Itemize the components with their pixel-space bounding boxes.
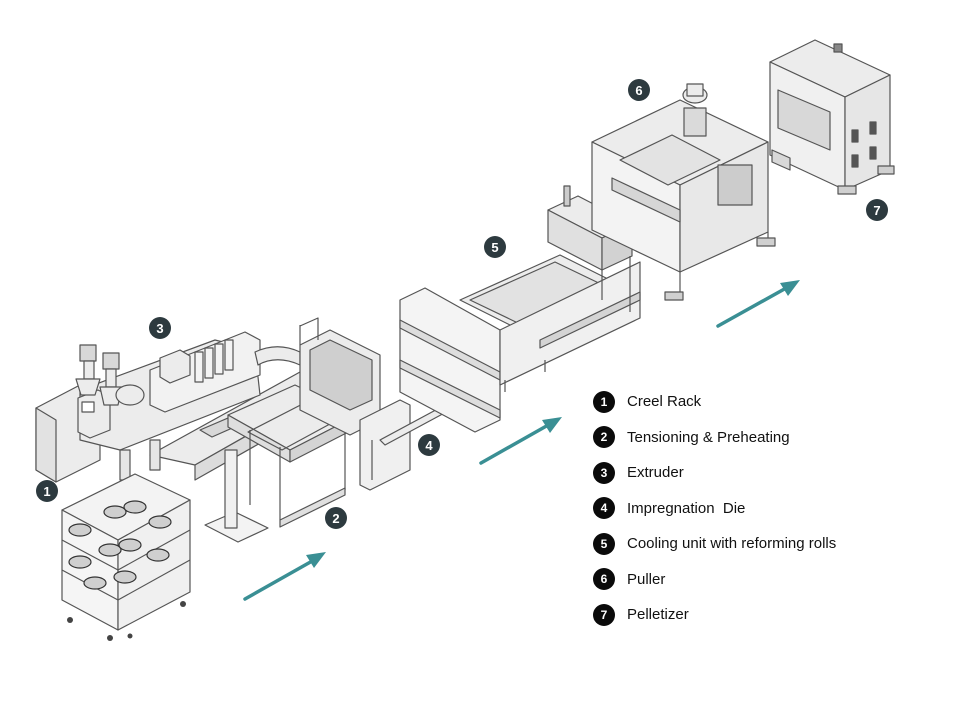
- callout-5: 5: [484, 236, 506, 258]
- callout-1: 1: [36, 480, 58, 502]
- legend-badge: 3: [593, 461, 615, 484]
- callout-4: 4: [418, 434, 440, 456]
- machine-extruder: [35, 331, 301, 483]
- legend-label: Extruder: [627, 464, 684, 482]
- legend-item-extruder: 3 Extruder: [593, 455, 836, 491]
- legend-label: Tensioning & Preheating: [627, 428, 790, 446]
- machine-pelletizer: [769, 39, 895, 195]
- machine-impregnation-die: [359, 399, 451, 491]
- legend-item-creel-rack: 1 Creel Rack: [593, 384, 836, 420]
- flow-arrow-2: [479, 417, 562, 465]
- legend-badge: 6: [593, 568, 615, 591]
- legend: 1 Creel Rack 2 Tensioning & Preheating 3…: [593, 384, 836, 633]
- legend-badge: 7: [593, 603, 615, 626]
- flow-arrow-3: [716, 280, 800, 328]
- legend-item-impregnation-die: 4 Impregnation Die: [593, 491, 836, 527]
- callout-3: 3: [149, 317, 171, 339]
- legend-item-cooling-unit: 5 Cooling unit with reforming rolls: [593, 526, 836, 562]
- legend-badge: 1: [593, 390, 615, 413]
- machine-tensioning-preheating: [199, 317, 381, 543]
- legend-label: Creel Rack: [627, 393, 702, 411]
- legend-badge: 5: [593, 532, 615, 555]
- machine-cooling-unit: [399, 185, 641, 433]
- machine-puller: [591, 83, 776, 301]
- legend-label: Impregnation Die: [627, 499, 746, 517]
- callout-7: 7: [866, 199, 888, 221]
- callout-6: 6: [628, 79, 650, 101]
- machine-creel-rack: [61, 473, 191, 641]
- legend-label: Cooling unit with reforming rolls: [627, 535, 837, 553]
- callout-2: 2: [325, 507, 347, 529]
- legend-badge: 2: [593, 426, 615, 449]
- legend-item-tensioning-preheating: 2 Tensioning & Preheating: [593, 420, 836, 456]
- legend-item-puller: 6 Puller: [593, 562, 836, 598]
- legend-item-pelletizer: 7 Pelletizer: [593, 597, 836, 633]
- flow-arrow-1: [243, 552, 326, 601]
- legend-label: Puller: [627, 570, 666, 588]
- legend-label: Pelletizer: [627, 606, 689, 624]
- legend-badge: 4: [593, 497, 615, 520]
